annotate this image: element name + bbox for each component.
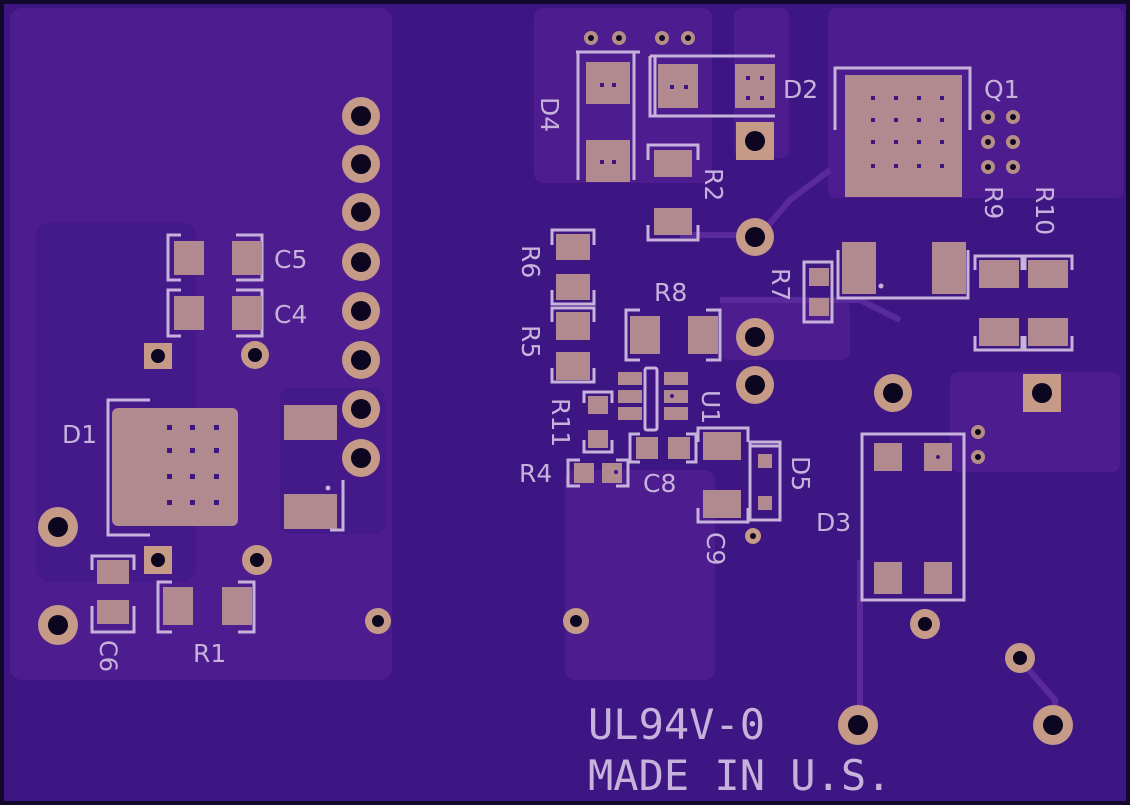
copper-pours: [10, 8, 1124, 680]
label-r5: R5: [516, 325, 545, 358]
c9-footprint: [696, 426, 750, 524]
label-d5: D5: [786, 456, 815, 491]
label-r8: R8: [654, 278, 687, 307]
d4-footprint: [576, 50, 640, 182]
silkscreen-labels: C5 C4 D1 C6 R1 D4 D2 Q1 R2 R9 R10 R6 R5 …: [62, 75, 1059, 672]
through-holes: [38, 122, 1073, 745]
label-c6: C6: [94, 640, 122, 672]
c8-footprint: [628, 432, 698, 464]
d2-footprint: [648, 54, 775, 118]
label-r11: R11: [546, 398, 575, 447]
r11-footprint: [582, 390, 614, 454]
label-c5: C5: [274, 245, 307, 274]
board-marking: UL94V-0 MADE IN U.S.: [588, 700, 891, 800]
l1-footprint: [836, 242, 970, 300]
q1-footprint: [833, 66, 972, 197]
label-q1: Q1: [984, 75, 1020, 104]
label-r7: R7: [766, 268, 795, 301]
c4-footprint: [166, 288, 264, 338]
label-c4: C4: [274, 300, 307, 329]
label-d3: D3: [816, 508, 851, 537]
label-d2: D2: [783, 75, 818, 104]
marking-line-1: UL94V-0: [588, 700, 765, 749]
c5-footprint: [166, 233, 264, 282]
label-r6: R6: [516, 245, 545, 278]
label-r2: R2: [699, 168, 728, 201]
r9-footprint: [973, 254, 1027, 352]
label-d4: D4: [535, 97, 564, 132]
pin-header: [342, 97, 380, 477]
label-r9: R9: [979, 186, 1008, 219]
label-r1: R1: [193, 639, 226, 668]
u1-footprint: [618, 366, 688, 432]
r7-footprint: [802, 260, 834, 324]
r6-footprint: [550, 228, 596, 306]
c6-footprint: [90, 554, 136, 634]
r10-footprint: [1020, 254, 1074, 352]
r2-footprint: [646, 143, 700, 242]
label-d1: D1: [62, 420, 97, 449]
label-c8: C8: [643, 469, 676, 498]
d1-footprint: [106, 398, 345, 537]
d3-footprint: [860, 432, 966, 602]
label-r10: R10: [1030, 186, 1059, 235]
label-r4: R4: [519, 459, 552, 488]
marking-line-2: MADE IN U.S.: [588, 751, 891, 800]
label-u1: U1: [696, 390, 725, 424]
r1-footprint: [156, 580, 256, 634]
label-c9: C9: [701, 532, 730, 565]
r5-footprint: [550, 306, 596, 384]
d5-footprint: [748, 440, 782, 522]
vias: [584, 31, 1020, 464]
r8-footprint: [624, 308, 722, 362]
r4-footprint: [566, 458, 630, 488]
